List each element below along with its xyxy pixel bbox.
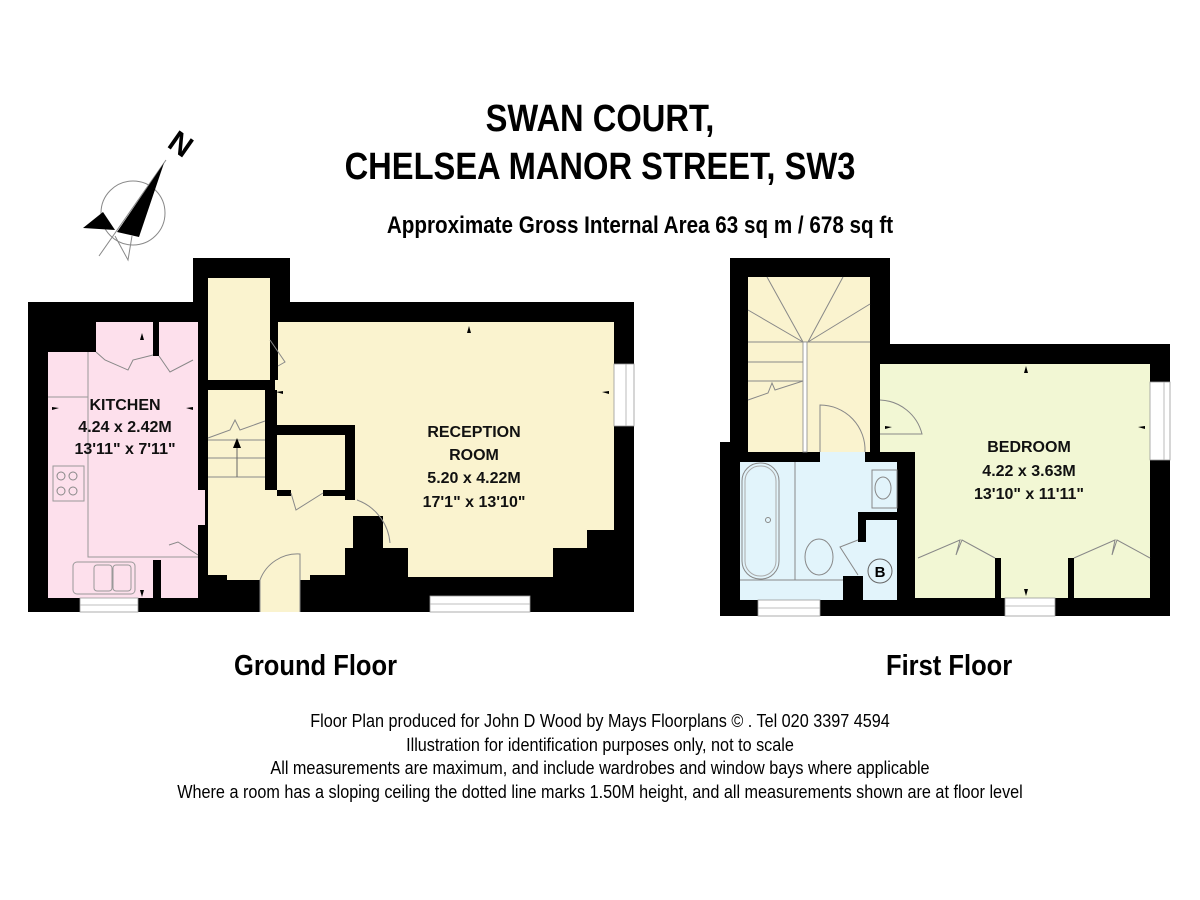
- kitchen-label: KITCHEN: [89, 397, 160, 414]
- footer-line-credit: Floor Plan produced for John D Wood by M…: [310, 711, 890, 731]
- first-floor-label: First Floor: [886, 650, 1013, 682]
- kitchen-imperial: 13'11" x 7'11": [74, 441, 175, 458]
- footer-line-scale: Illustration for identification purposes…: [406, 734, 794, 755]
- reception-label-line1: RECEPTION: [427, 424, 520, 441]
- property-title-line1: SWAN COURT,: [485, 98, 715, 140]
- first-floor-plan: B: [720, 258, 1171, 617]
- gross-internal-area: Approximate Gross Internal Area 63 sq m …: [386, 212, 894, 239]
- reception-imperial: 17'1" x 13'10": [423, 494, 526, 511]
- bedroom-label: BEDROOM: [987, 439, 1071, 456]
- footer-line-ceiling: Where a room has a sloping ceiling the d…: [177, 781, 1023, 802]
- north-arrow-icon: N: [83, 125, 199, 262]
- disclaimer-footer: Floor Plan produced for John D Wood by M…: [60, 710, 1140, 804]
- ground-floor-plan: KITCHEN 4.24 x 2.42M 13'11" x 7'11" RECE…: [28, 258, 635, 613]
- boiler-label: B: [875, 564, 886, 581]
- reception-metric: 5.20 x 4.22M: [427, 470, 520, 487]
- property-title-line2: CHELSEA MANOR STREET, SW3: [344, 146, 856, 188]
- reception-label-line2: ROOM: [449, 447, 499, 464]
- bedroom-imperial: 13'10" x 11'11": [974, 486, 1084, 503]
- bedroom-metric: 4.22 x 3.63M: [982, 463, 1075, 480]
- compass-n-label: N: [162, 125, 199, 164]
- kitchen-metric: 4.24 x 2.42M: [78, 419, 171, 436]
- ground-floor-label: Ground Floor: [234, 650, 398, 682]
- footer-line-measurements: All measurements are maximum, and includ…: [270, 758, 930, 778]
